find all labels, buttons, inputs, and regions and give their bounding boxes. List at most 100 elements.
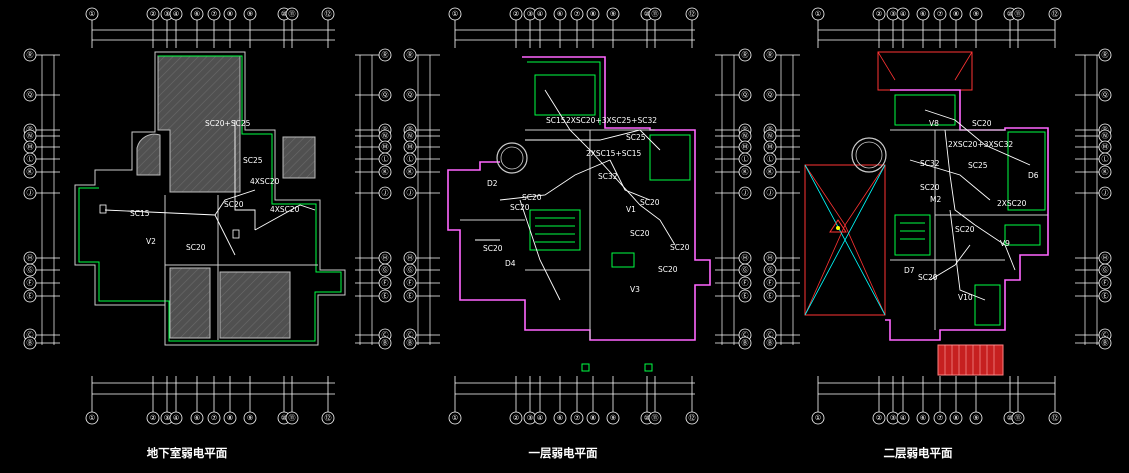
axis-bubble-left: Ⓔ (403, 289, 417, 303)
axis-label: Ⓒ (742, 331, 749, 339)
axis-bubble-top: ② (872, 7, 886, 21)
axis-label: Ⓠ (1102, 91, 1109, 99)
axis-label: Ⓕ (742, 279, 749, 287)
axis-label: Ⓜ (1102, 143, 1109, 151)
axis-label: Ⓝ (742, 132, 749, 140)
axis-label: ⑩ (281, 10, 287, 18)
axis-bubble-left: Ⓖ (763, 263, 777, 277)
axis-bubble-left: Ⓔ (23, 289, 37, 303)
axis-bubble-left: Ⓗ (763, 251, 777, 265)
axis-bubble-left: Ⓚ (23, 165, 37, 179)
cable-label: SC20 (670, 243, 690, 252)
axis-label: Ⓔ (742, 292, 749, 300)
axis-bubble-left: Ⓠ (403, 88, 417, 102)
axis-bubble-right: Ⓙ (1098, 186, 1112, 200)
axis-label: Ⓒ (767, 331, 774, 339)
axis-label: ② (876, 414, 882, 422)
axis-bubble-right: Ⓖ (738, 263, 752, 277)
axis-label: Ⓚ (1102, 168, 1109, 176)
cable-routes (475, 89, 676, 301)
axis-label: Ⓑ (1102, 339, 1109, 347)
axis-bubble-right: Ⓖ (378, 263, 392, 277)
axis-label: ⑦ (574, 414, 580, 422)
axis-label: ④ (537, 10, 543, 18)
device-label: V8 (929, 119, 939, 128)
cable-label: 2XSC20 (997, 199, 1027, 208)
axis-label: Ⓚ (742, 168, 749, 176)
axis-bubble-right: Ⓜ (1098, 140, 1112, 154)
axis-bubble-top: ② (146, 7, 160, 21)
axis-label: Ⓑ (407, 339, 414, 347)
axis-bubble-bottom: ⑨ (606, 411, 620, 425)
axis-bubble-left: Ⓠ (23, 88, 37, 102)
axis-bubble-right: Ⓜ (378, 140, 392, 154)
device-label: D7 (904, 266, 915, 275)
axis-label: ④ (900, 10, 906, 18)
axis-bubble-bottom: ④ (533, 411, 547, 425)
cable-label: SC32 (920, 159, 940, 168)
axis-bubble-bottom: ⑥ (553, 411, 567, 425)
axis-bubble-top: ⑪ (285, 7, 299, 21)
axis-label: ⑥ (557, 10, 563, 18)
axis-bubble-right: Ⓕ (1098, 276, 1112, 290)
axis-label: Ⓛ (27, 155, 34, 163)
axis-label: ⑫ (1052, 414, 1059, 422)
axis-bubble-left: Ⓑ (763, 336, 777, 350)
axis-label: ⑧ (227, 414, 233, 422)
annotation-labels: SC15 2XSC20+3XSC25+SC32 SC25 2XSC15+SC15… (483, 116, 690, 294)
axis-bubble-left: Ⓙ (403, 186, 417, 200)
axis-label: Ⓜ (742, 143, 749, 151)
axis-label: Ⓠ (407, 91, 414, 99)
axis-bubble-left: Ⓜ (763, 140, 777, 154)
axis-bubble-top: ⑪ (648, 7, 662, 21)
axis-label: Ⓝ (767, 132, 774, 140)
axis-label: ④ (900, 414, 906, 422)
plan-title: 二层弱电平面 (884, 446, 953, 460)
axis-label: ⑪ (289, 10, 296, 18)
cable-label: SC20 (920, 183, 940, 192)
plan-ground-floor: SC15 2XSC20+3XSC25+SC32 SC25 2XSC15+SC15… (417, 29, 735, 460)
axis-label: Ⓠ (27, 91, 34, 99)
axis-label: Ⓕ (27, 279, 34, 287)
axis-label: Ⓒ (27, 331, 34, 339)
axis-bubble-top: ⑥ (553, 7, 567, 21)
axis-label: ⑩ (644, 10, 650, 18)
device-label: V10 (958, 293, 973, 302)
axis-bubble-bottom: ⑨ (969, 411, 983, 425)
axis-bubble-top: ⑦ (933, 7, 947, 21)
axis-label: Ⓠ (767, 91, 774, 99)
cable-routes (909, 109, 1031, 301)
axis-label: ③ (164, 414, 170, 422)
axis-label: Ⓙ (742, 189, 749, 197)
axis-bubble-right: Ⓠ (378, 88, 392, 102)
axis-bubble-bottom: ⑦ (570, 411, 584, 425)
axis-bubble-left: Ⓖ (403, 263, 417, 277)
axis-bubble-left: Ⓛ (763, 152, 777, 166)
axis-label: Ⓙ (27, 189, 34, 197)
dimension-lines (41, 29, 373, 395)
axis-bubble-top: ⑫ (321, 7, 335, 21)
axis-label: ⑨ (973, 10, 979, 18)
axis-bubble-bottom: ⑧ (949, 411, 963, 425)
axis-bubble-bottom: ① (85, 411, 99, 425)
axis-label: ⑥ (920, 10, 926, 18)
axis-bubble-bottom: ① (448, 411, 462, 425)
axis-bubble-top: ① (448, 7, 462, 21)
axis-label: ② (150, 414, 156, 422)
balcony (937, 344, 1004, 376)
axis-bubble-bottom: ② (146, 411, 160, 425)
axis-label: Ⓠ (742, 91, 749, 99)
axis-label: ③ (890, 414, 896, 422)
axis-label: ⑪ (1015, 414, 1022, 422)
axis-label: ⑫ (325, 10, 332, 18)
axis-bubble-right: Ⓙ (378, 186, 392, 200)
axis-label: Ⓕ (767, 279, 774, 287)
axis-bubble-top: ⑫ (685, 7, 699, 21)
axis-bubble-bottom: ① (811, 411, 825, 425)
axis-bubble-right: Ⓔ (378, 289, 392, 303)
cable-label: SC20 (224, 200, 244, 209)
axis-label: Ⓛ (382, 155, 389, 163)
axis-bubble-right: Ⓡ (1098, 48, 1112, 62)
axis-bubble-left: Ⓚ (763, 165, 777, 179)
axis-bubble-left: Ⓙ (23, 186, 37, 200)
